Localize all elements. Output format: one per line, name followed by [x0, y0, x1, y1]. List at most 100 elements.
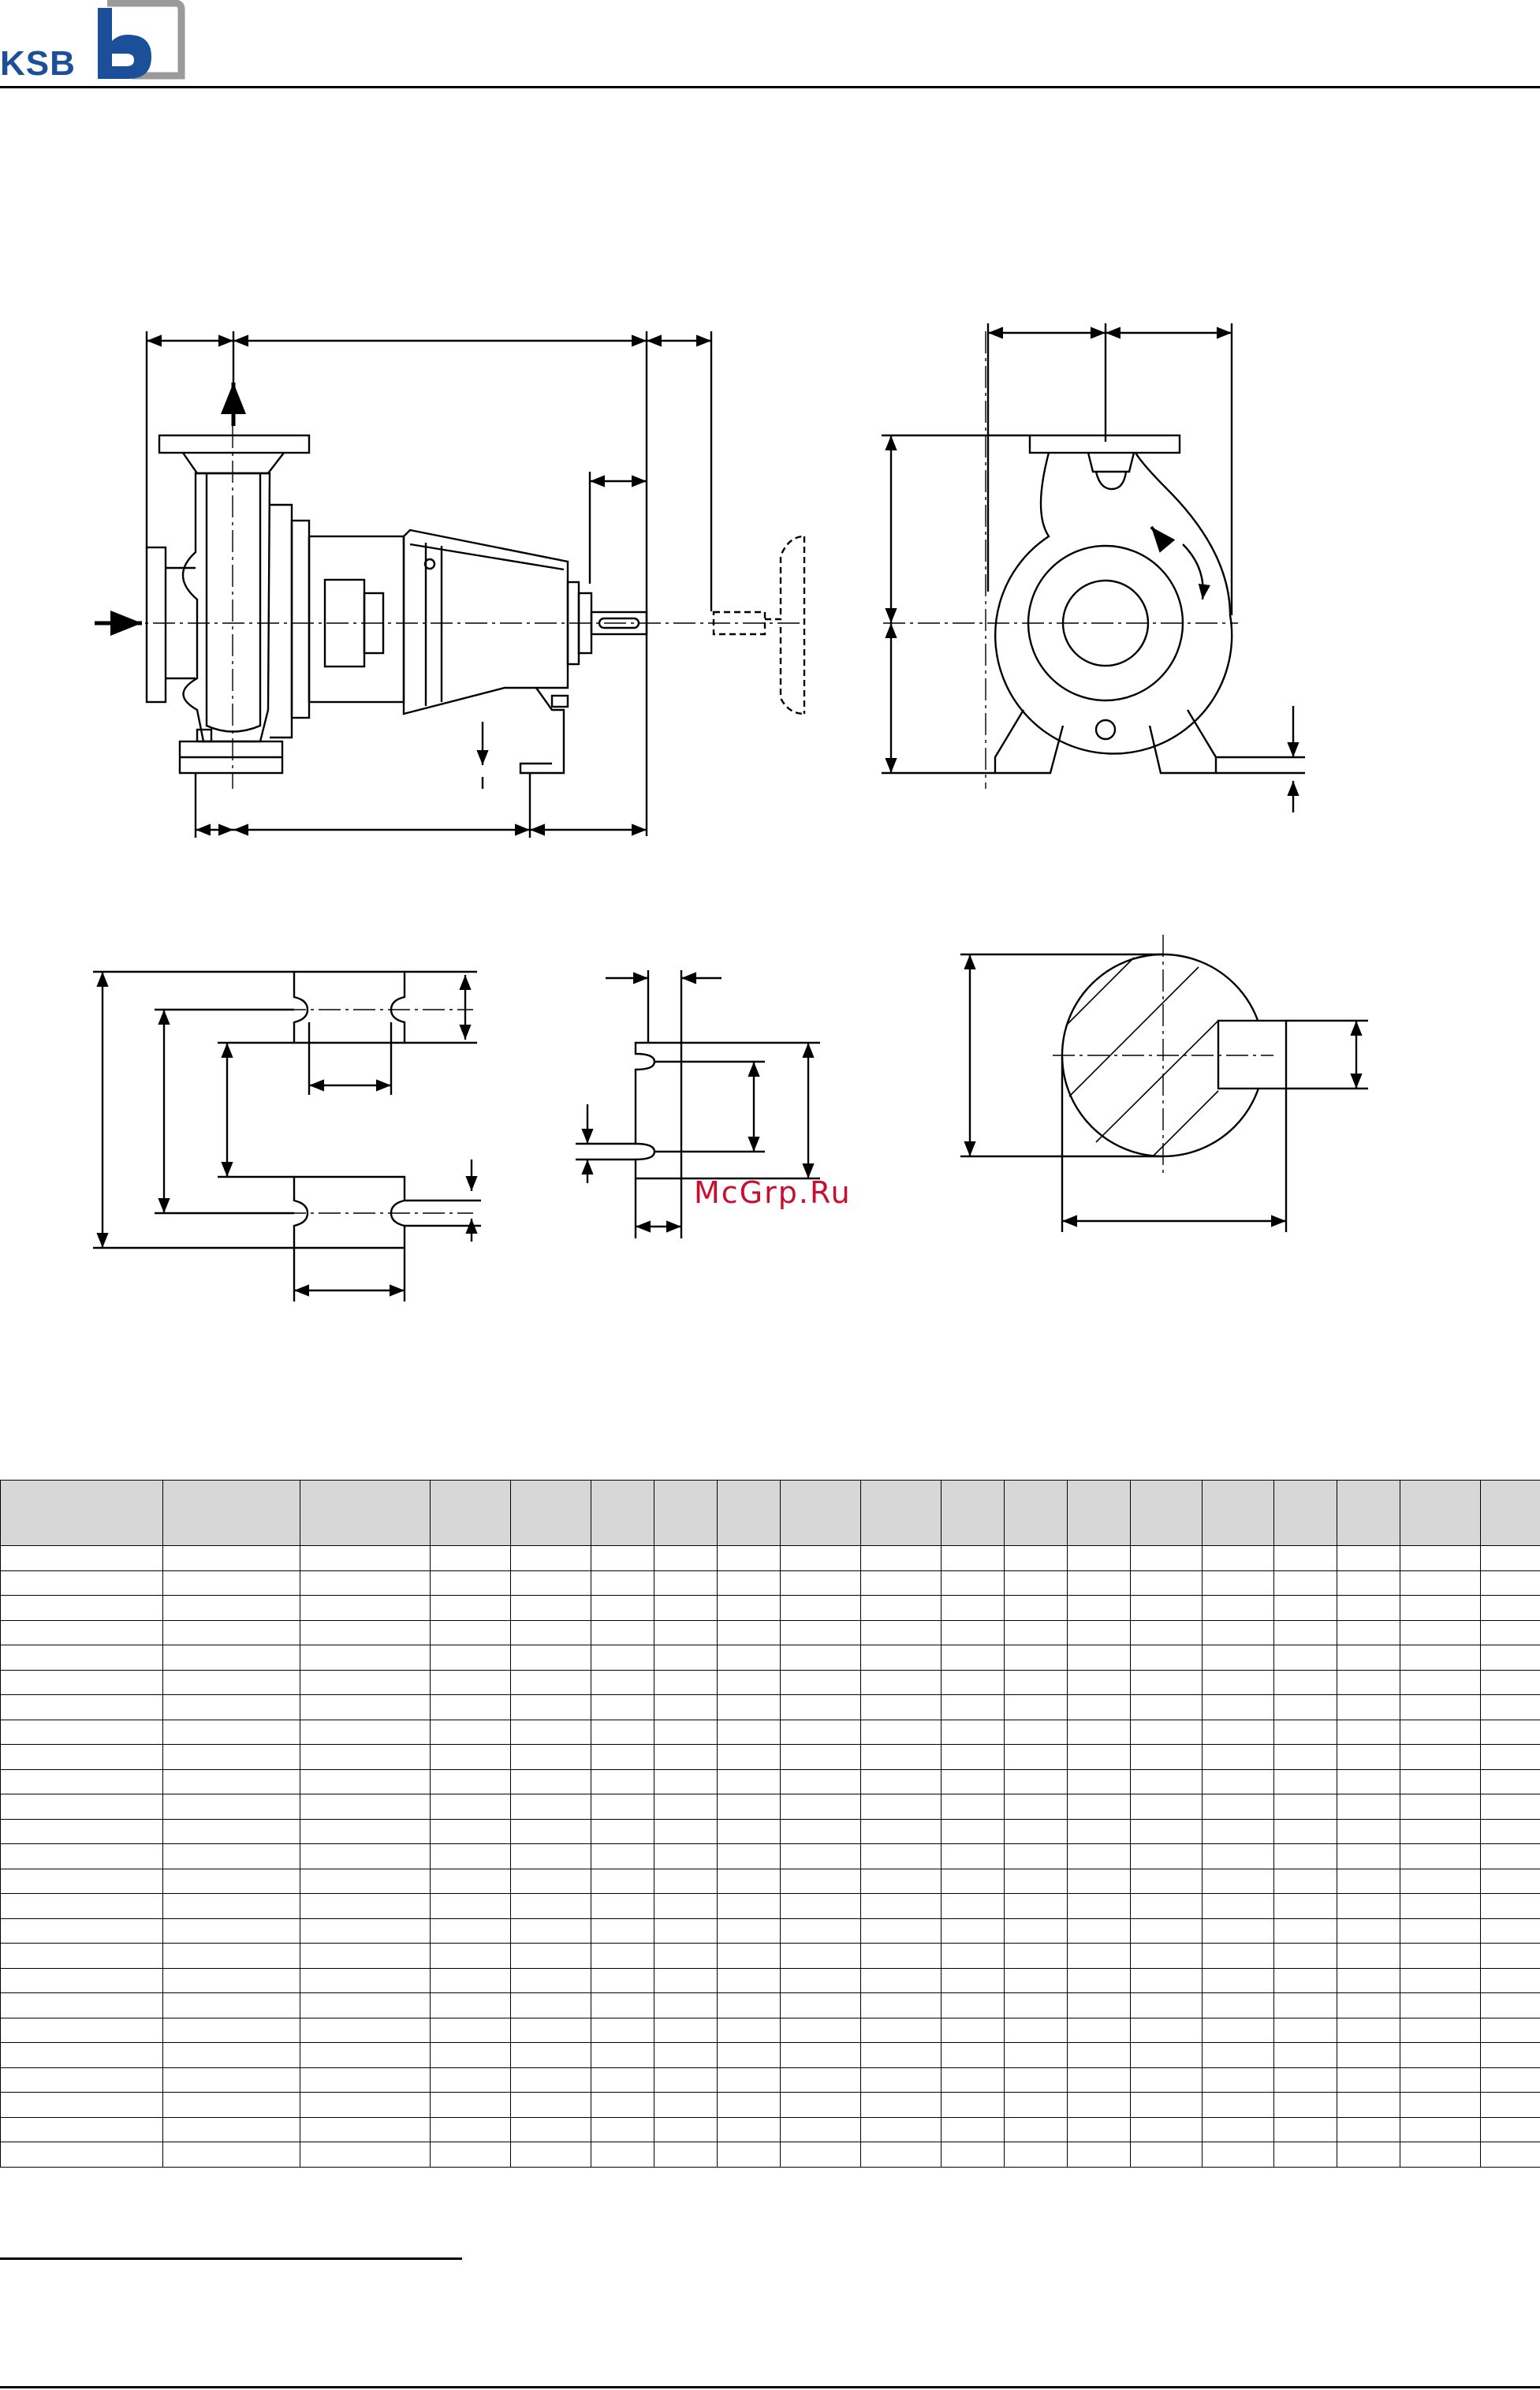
table-cell — [1480, 1645, 1540, 1671]
table-cell — [1067, 2092, 1131, 2118]
table-cell — [1400, 1918, 1481, 1944]
table-cell — [654, 2142, 718, 2168]
table-cell — [780, 1744, 861, 1770]
table-cell — [1004, 1868, 1068, 1894]
table-cell — [1273, 1595, 1337, 1621]
table-cell — [780, 1694, 861, 1720]
table-cell — [0, 1893, 163, 1919]
table-cell — [941, 1794, 1005, 1820]
table-cell — [0, 2092, 163, 2118]
table-cell — [1202, 2017, 1274, 2043]
table-cell — [1130, 2142, 1203, 2168]
table-cell — [0, 2067, 163, 2093]
table-cell — [1337, 1570, 1400, 1596]
table-cell — [510, 2116, 591, 2142]
table-cell — [300, 1768, 431, 1794]
table-cell — [1400, 1645, 1481, 1671]
table-cell — [1004, 1570, 1068, 1596]
header-cell — [430, 1480, 511, 1546]
table-cell — [1004, 1818, 1068, 1844]
table-cell — [717, 1545, 781, 1571]
table-cell — [860, 2092, 942, 2118]
table-row — [0, 2042, 1540, 2068]
table-cell — [860, 1943, 942, 1969]
header-cell — [1067, 1480, 1131, 1546]
table-cell — [860, 2142, 942, 2168]
table-row — [0, 1545, 1540, 1571]
table-cell — [1004, 2116, 1068, 2142]
table-cell — [591, 1570, 654, 1596]
table-cell — [300, 1719, 431, 1745]
table-cell — [717, 1694, 781, 1720]
table-cell — [1067, 2142, 1131, 2168]
table-cell — [591, 1768, 654, 1794]
table-cell — [941, 1918, 1005, 1944]
table-row — [0, 1967, 1540, 1993]
table-cell — [1067, 1943, 1131, 1969]
table-cell — [300, 2116, 431, 2142]
table-cell — [717, 1645, 781, 1671]
table-cell — [1202, 2116, 1274, 2142]
table-cell — [1400, 2017, 1481, 2043]
table-cell — [1067, 2116, 1131, 2142]
table-cell — [510, 2067, 591, 2093]
table-cell — [941, 2067, 1005, 2093]
header-cell — [1480, 1480, 1540, 1546]
table-row — [0, 1669, 1540, 1695]
table-cell — [1273, 1893, 1337, 1919]
footnote-rule — [0, 2257, 462, 2260]
table-cell — [1337, 1818, 1400, 1844]
ksb-logo: KSB — [0, 0, 189, 83]
table-cell — [1273, 1794, 1337, 1820]
table-cell — [162, 1595, 300, 1621]
foot-plan-detail — [93, 970, 481, 1301]
table-cell — [300, 1570, 431, 1596]
table-cell — [591, 1619, 654, 1645]
pump-front-view — [882, 323, 1305, 812]
table-cell — [162, 2017, 300, 2043]
table-cell — [510, 1570, 591, 1596]
table-row — [0, 1818, 1540, 1844]
table-cell — [300, 1645, 431, 1671]
table-cell — [1067, 1967, 1131, 1993]
table-cell — [717, 1768, 781, 1794]
table-cell — [654, 1719, 718, 1745]
table-cell — [780, 1768, 861, 1794]
shaft-end-section — [960, 935, 1368, 1232]
table-cell — [510, 1719, 591, 1745]
table-cell — [591, 2067, 654, 2093]
table-cell — [1480, 1694, 1540, 1720]
table-cell — [941, 1992, 1005, 2018]
table-cell — [430, 1818, 511, 1844]
table-cell — [780, 1719, 861, 1745]
table-cell — [1130, 2017, 1203, 2043]
table-cell — [780, 1818, 861, 1844]
table-cell — [941, 2142, 1005, 2168]
table-cell — [860, 1645, 942, 1671]
table-row — [0, 2142, 1540, 2168]
table-cell — [591, 2116, 654, 2142]
table-cell — [162, 1893, 300, 1919]
table-cell — [860, 1744, 942, 1770]
table-cell — [1337, 1619, 1400, 1645]
table-cell — [430, 1967, 511, 1993]
table-cell — [510, 2092, 591, 2118]
table-cell — [510, 1868, 591, 1894]
table-cell — [860, 1669, 942, 1695]
table-cell — [860, 1992, 942, 2018]
table-cell — [1273, 1719, 1337, 1745]
table-cell — [1400, 1545, 1481, 1571]
table-cell — [1067, 1694, 1131, 1720]
table-cell — [1004, 2017, 1068, 2043]
table-cell — [1130, 1545, 1203, 1571]
table-cell — [1067, 1992, 1131, 2018]
table-cell — [717, 2142, 781, 2168]
table-cell — [1067, 2042, 1131, 2068]
table-cell — [860, 2017, 942, 2043]
table-cell — [0, 1992, 163, 2018]
table-cell — [162, 1719, 300, 1745]
table-cell — [780, 1943, 861, 1969]
table-cell — [591, 1694, 654, 1720]
table-cell — [1273, 1868, 1337, 1894]
table-row — [0, 1843, 1540, 1869]
